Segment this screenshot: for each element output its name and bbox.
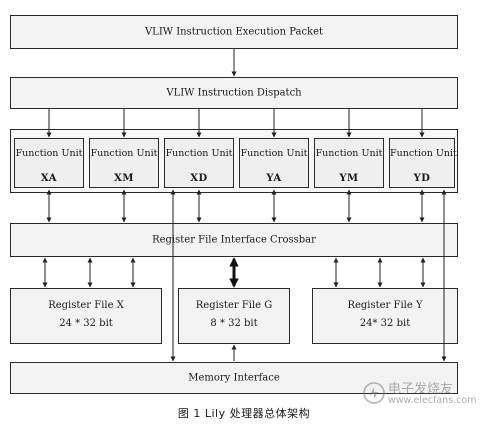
watermark: 电子发烧友 www.elecfans.com xyxy=(362,378,480,410)
dispatch-label: VLIW Instruction Dispatch xyxy=(166,87,302,99)
function-unit-xd: Function Unit XD xyxy=(164,138,234,188)
function-unit-id: XD xyxy=(190,173,208,184)
crossbar-box: Register File Interface Crossbar xyxy=(10,223,458,257)
register-file-name: Register File Y xyxy=(347,300,423,311)
memory-interface-label: Memory Interface xyxy=(188,372,280,384)
register-file-name: Register File G xyxy=(195,300,273,311)
register-file-name: Register File X xyxy=(48,300,124,311)
function-unit-id: YA xyxy=(266,173,282,184)
function-unit-yd: Function Unit YD xyxy=(389,138,457,188)
function-unit-label: Function Unit xyxy=(90,148,158,159)
register-file-y: Register File Y 24* 32 bit xyxy=(312,288,458,344)
function-unit-ym: Function Unit YM xyxy=(314,138,384,188)
watermark-logo-icon xyxy=(363,382,385,404)
function-unit-label: Function Unit xyxy=(390,148,457,159)
function-unit-label: Function Unit xyxy=(165,148,233,159)
function-unit-xa: Function Unit XA xyxy=(14,138,84,188)
figure-caption: 图 1 Lily 处理器总体架构 xyxy=(177,407,311,420)
register-file-size: 8 * 32 bit xyxy=(210,318,258,329)
function-unit-xm: Function Unit XM xyxy=(89,138,159,188)
function-unit-label: Function Unit xyxy=(240,148,308,159)
crossbar-label: Register File Interface Crossbar xyxy=(152,234,316,246)
function-unit-ya: Function Unit YA xyxy=(239,138,309,188)
register-file-x: Register File X 24 * 32 bit xyxy=(10,288,162,344)
register-file-size: 24 * 32 bit xyxy=(59,318,113,329)
watermark-text: 电子发烧友 xyxy=(388,382,454,397)
execution-packet-box: VLIW Instruction Execution Packet xyxy=(10,15,458,49)
function-unit-id: XA xyxy=(40,173,58,184)
register-file-size: 24* 32 bit xyxy=(359,318,411,329)
function-unit-id: YM xyxy=(339,173,359,184)
function-unit-label: Function Unit xyxy=(15,148,83,159)
function-unit-label: Function Unit xyxy=(315,148,383,159)
execution-packet-label: VLIW Instruction Execution Packet xyxy=(144,26,324,38)
register-file-g: Register File G 8 * 32 bit xyxy=(178,288,290,344)
dispatch-box: VLIW Instruction Dispatch xyxy=(10,77,458,109)
function-unit-id: XM xyxy=(114,173,134,184)
memory-interface-box: Memory Interface xyxy=(10,362,458,394)
watermark-url: www.elecfans.com xyxy=(388,395,477,406)
function-unit-id: YD xyxy=(413,173,431,184)
